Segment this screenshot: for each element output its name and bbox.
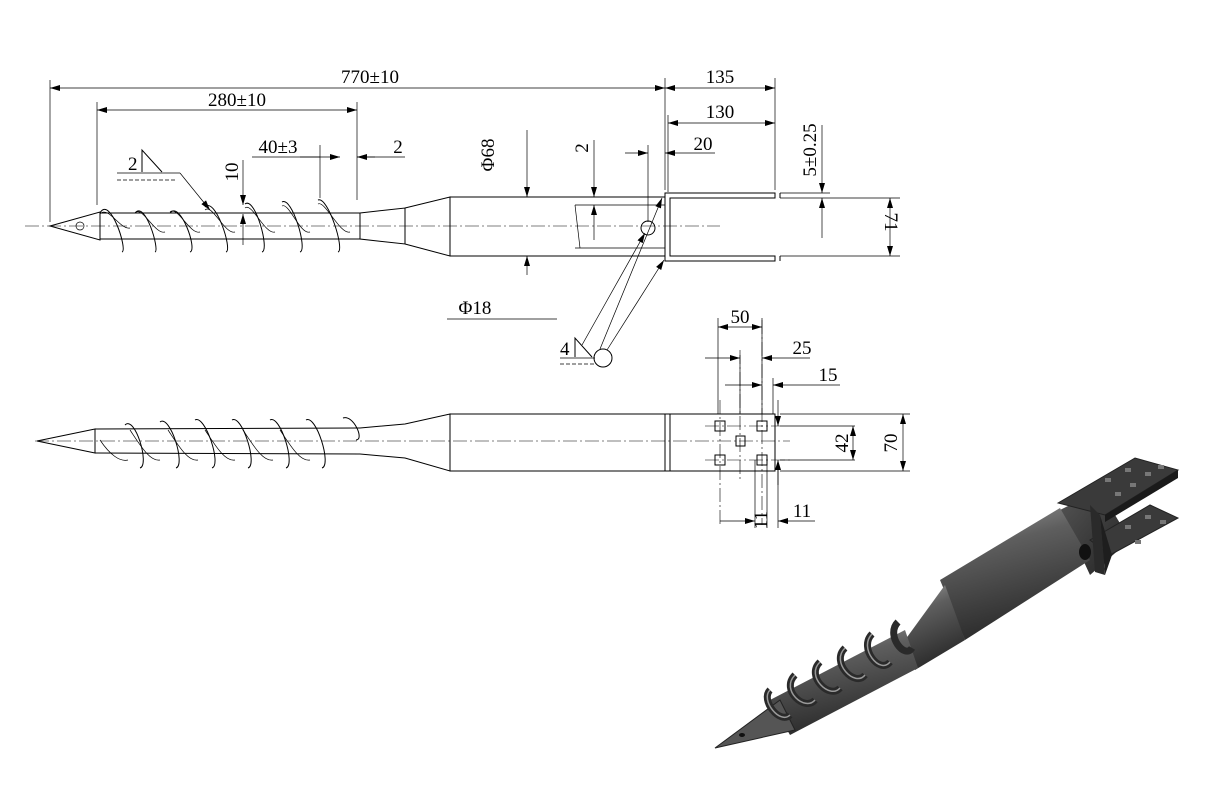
weld-symbol-helix: 2	[117, 148, 211, 211]
dim-hole-span: 50	[731, 307, 750, 328]
dim-hole-offset: 20	[694, 134, 713, 155]
top-view: 770±10 135 280±10 130 40±3 2 10 2	[25, 67, 901, 368]
dim-bracket-inner: 130	[706, 102, 735, 123]
bottom-view: 50 25 15 42 70 11 11	[35, 307, 910, 529]
mounting-plate	[664, 413, 776, 472]
dim-overall-length: 770±10	[341, 67, 399, 88]
dim-bracket-length: 135	[706, 67, 735, 88]
tube	[449, 413, 666, 472]
dim-plate-width: 70	[881, 434, 902, 453]
svg-text:4: 4	[560, 339, 570, 360]
tube	[449, 196, 666, 257]
dim-hole-diameter: Φ18	[459, 298, 492, 319]
dim-hole-vertical-span: 42	[832, 434, 853, 453]
weld-symbol-bracket: 4	[560, 197, 665, 368]
dim-tube-diameter: Φ68	[478, 139, 499, 172]
dim-hole-size-2: 11	[751, 511, 772, 529]
dim-pitch: 40±3	[259, 137, 298, 158]
dim-tube-wall: 2	[572, 143, 593, 153]
tip-hole	[75, 221, 85, 231]
tip-cone	[36, 428, 96, 454]
extension-lines	[717, 318, 910, 528]
dim-helix-length: 280±10	[208, 90, 266, 111]
ground-screw-3d-render	[714, 457, 1180, 749]
dim-hole-half: 25	[793, 338, 812, 359]
helix-flights	[99, 199, 351, 253]
dim-plate-thickness: 5±0.25	[800, 123, 821, 176]
dim-flight-height: 10	[222, 163, 243, 182]
tube-inner-wall	[574, 204, 665, 249]
svg-text:2: 2	[128, 154, 138, 175]
u-bracket	[664, 192, 776, 262]
taper	[359, 413, 451, 472]
tip-cone	[48, 211, 101, 241]
dim-hole-size: 11	[793, 501, 811, 522]
dim-center-offset: 15	[819, 365, 838, 386]
taper-2	[404, 196, 451, 257]
helix-flights	[99, 417, 360, 469]
dim-bracket-width: 71	[880, 213, 901, 232]
dim-flight-thickness: 2	[393, 137, 403, 158]
